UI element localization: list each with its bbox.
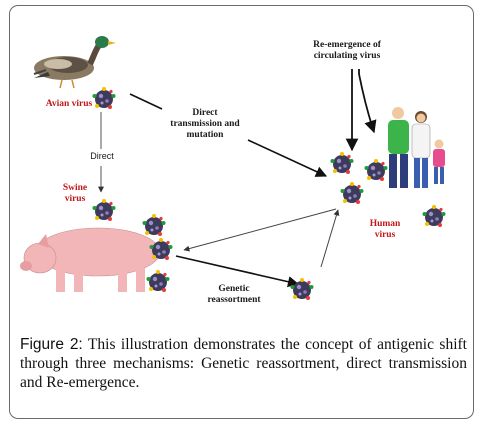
- swine-virus-label: Swine virus: [62, 183, 88, 204]
- reemergence-label: Re-emergence of circulating virus: [313, 40, 381, 61]
- direct-label: Direct: [90, 151, 114, 161]
- human-family-icon: [388, 107, 445, 188]
- figure-caption: Figure 2: This illustration demonstrates…: [20, 335, 467, 392]
- genetic-reassortment-label: Genetic reassortment: [207, 284, 261, 305]
- reemergence-arrow-right: [358, 69, 377, 134]
- direct-transmission-arrow: [247, 139, 328, 177]
- avian-to-direct-line: [129, 93, 163, 110]
- virus-icon: [92, 87, 446, 300]
- caption-text: This illustration demonstrates the conce…: [20, 336, 467, 391]
- figure-number: Figure 2:: [20, 336, 83, 353]
- duck-icon: [33, 36, 116, 89]
- human-to-pig-arrow: [183, 208, 337, 252]
- pig-icon: [20, 227, 166, 292]
- direct-transmission-label: Direct transmission and mutation: [170, 108, 240, 140]
- avian-virus-label: Avian virus: [45, 99, 93, 109]
- antigenic-shift-diagram: [20, 36, 446, 300]
- reassortment-to-human-arrow: [320, 209, 340, 268]
- pig-to-reassortment-arrow: [175, 255, 300, 288]
- human-virus-label: Human virus: [369, 219, 401, 240]
- arrows: [98, 69, 377, 288]
